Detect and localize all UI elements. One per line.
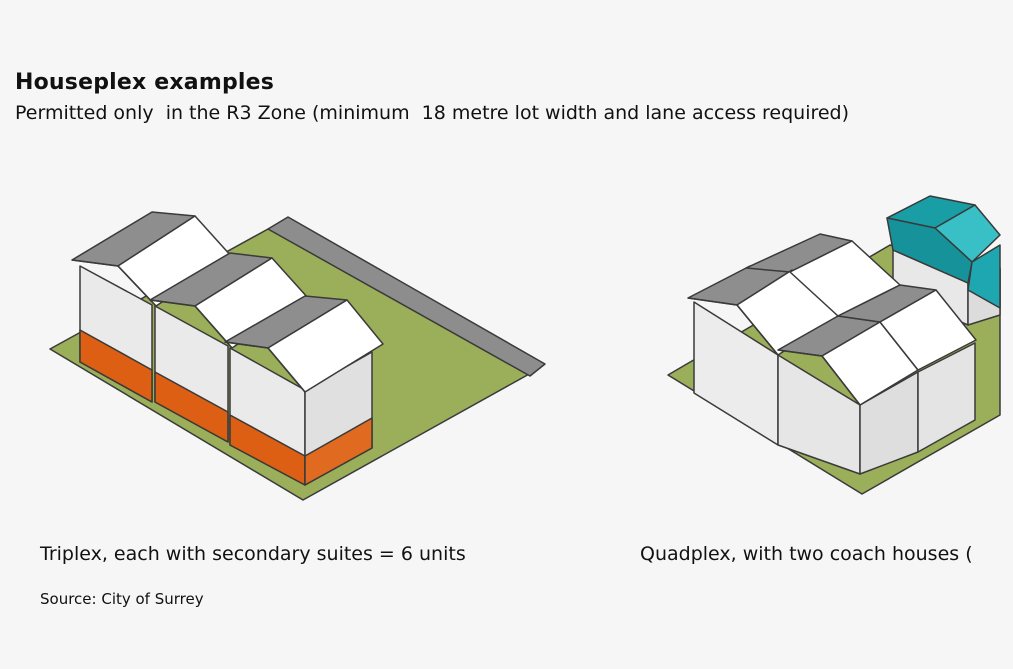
slide-title: Houseplex examples — [15, 70, 275, 95]
house-unit-3 — [224, 295, 384, 486]
quadplex-body — [687, 233, 977, 475]
triplex-caption: Triplex, each with secondary suites = 6 … — [40, 543, 466, 565]
coach-house — [886, 195, 1001, 326]
source-credit: Source: City of Surrey — [40, 590, 204, 608]
quadplex-drawing — [667, 195, 1001, 495]
quadplex-caption: Quadplex, with two coach houses ( — [640, 543, 973, 565]
house-unit-2 — [149, 252, 309, 443]
house-unit-1 — [71, 211, 233, 403]
triplex-drawing — [49, 211, 546, 501]
slide-subtitle: Permitted only in the R3 Zone (minimum 1… — [15, 102, 850, 124]
triplex-lane — [267, 216, 546, 377]
